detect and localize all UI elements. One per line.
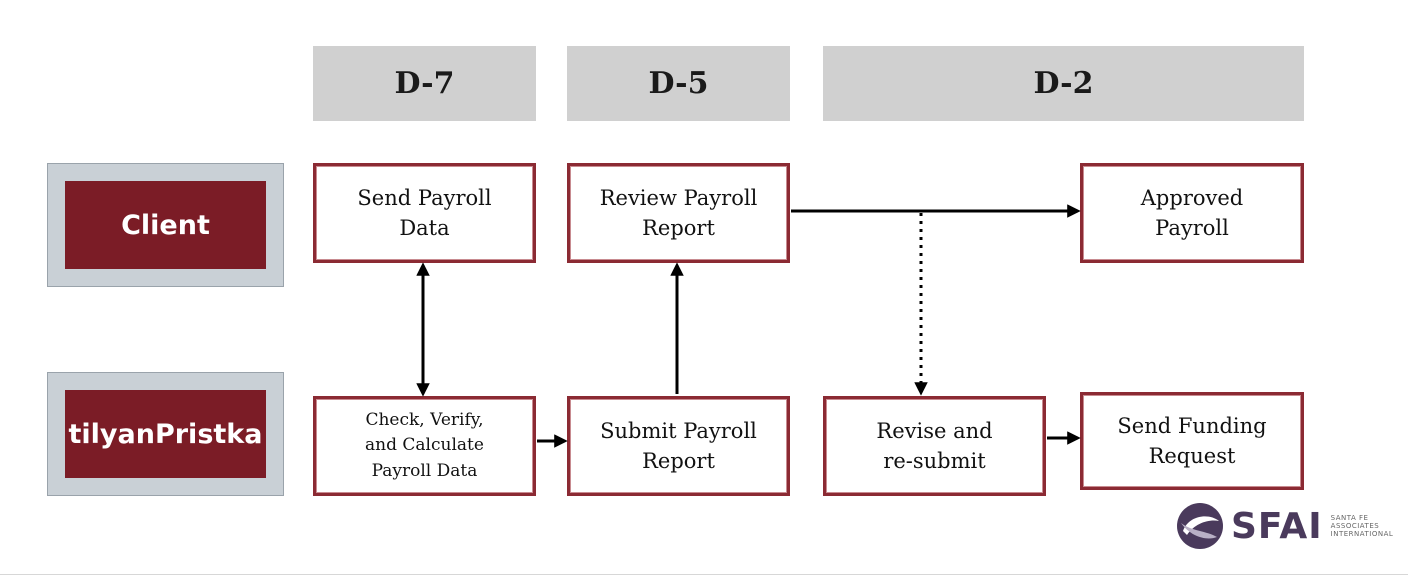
logo-sub-line: ASSOCIATES bbox=[1330, 521, 1380, 530]
step-text-line: Approved bbox=[1140, 185, 1244, 210]
sfai-logo-subtitle: SANTA FE ASSOCIATES INTERNATIONAL bbox=[1331, 514, 1394, 538]
header-d5: D-5 bbox=[567, 46, 790, 121]
sfai-logo-icon bbox=[1177, 503, 1223, 549]
step-text-line: Check, Verify, bbox=[365, 409, 484, 430]
header-d7: D-7 bbox=[313, 46, 536, 121]
step-text-line: Report bbox=[642, 216, 715, 240]
step-text-line: re-submit bbox=[883, 449, 986, 473]
step-text-line: and Calculate bbox=[365, 435, 484, 456]
step-text-line: Report bbox=[642, 449, 715, 473]
step-text-line: Payroll bbox=[1155, 216, 1229, 240]
step-text-line: Data bbox=[399, 216, 450, 240]
step-text-line: Request bbox=[1148, 444, 1236, 468]
step-text-line: Send Funding bbox=[1117, 413, 1267, 438]
lane-provider-label: tilyanPristka bbox=[65, 390, 266, 478]
step-text-line: Payroll Data bbox=[371, 460, 478, 481]
step-text-line: Submit Payroll bbox=[600, 418, 757, 443]
step-text-line: Send Payroll bbox=[357, 185, 492, 210]
logo-sub-line: INTERNATIONAL bbox=[1330, 530, 1394, 539]
lane-client-label: Client bbox=[65, 181, 266, 269]
sfai-logo-text: SFAI bbox=[1231, 505, 1323, 547]
step-text-line: Revise and bbox=[876, 418, 993, 443]
bottom-divider bbox=[0, 574, 1408, 575]
logo-sub-line: SANTA FE bbox=[1330, 513, 1369, 522]
sfai-logo: SFAI SANTA FE ASSOCIATES INTERNATIONAL bbox=[1175, 500, 1393, 552]
step-text-line: Review Payroll bbox=[599, 185, 758, 210]
step-revise-resubmit: Revise and re-submit bbox=[823, 396, 1046, 496]
lane-provider: tilyanPristka bbox=[47, 372, 284, 496]
lane-client: Client bbox=[47, 163, 284, 287]
header-d2: D-2 bbox=[823, 46, 1304, 121]
